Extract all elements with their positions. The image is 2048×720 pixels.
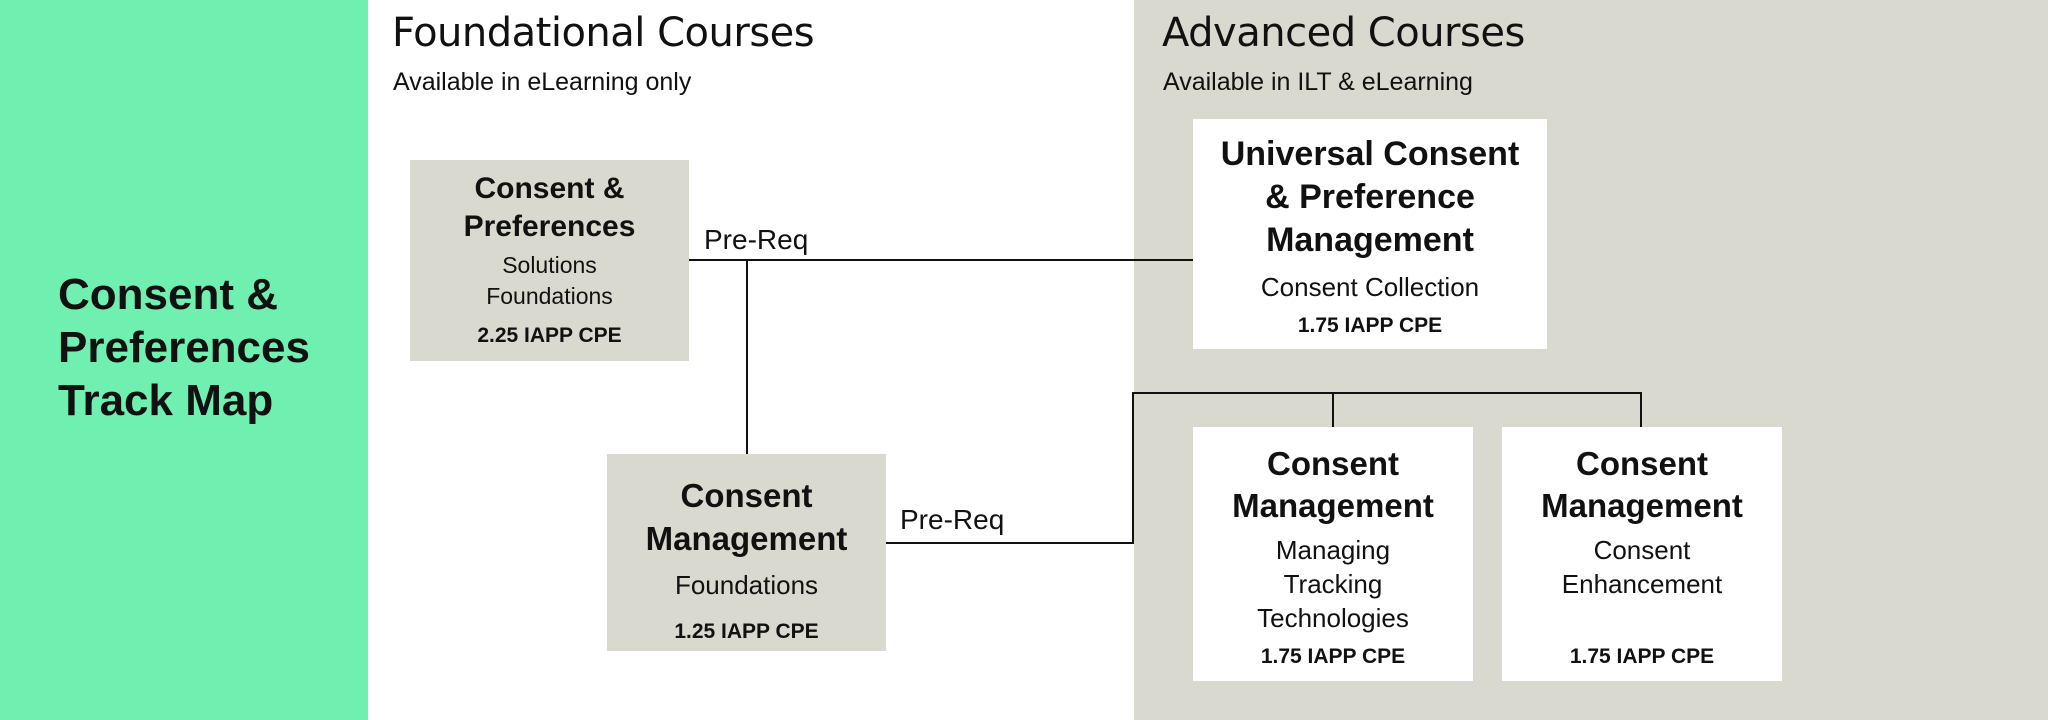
- track-title-line-3: Track Map: [58, 376, 274, 425]
- prereq-label-bottom: Pre-Req: [900, 504, 1005, 535]
- course-subtitle: Consent Collection: [1260, 272, 1480, 302]
- course-cm-consent-enhancement[interactable]: Consent Management Consent Enhancement 1…: [1502, 427, 1782, 681]
- track-title: Consent & Preferences Track Map: [58, 268, 358, 427]
- connector-advanced-vertical: [1132, 392, 1134, 544]
- track-title-line-1: Consent &: [58, 270, 278, 319]
- course-title: Universal Consent & Preference Managemen…: [1220, 135, 1520, 259]
- course-cm-foundations[interactable]: Consent Management Foundations 1.25 IAPP…: [607, 454, 886, 651]
- prereq-label-top: Pre-Req: [704, 224, 809, 255]
- course-title: Consent Management: [1232, 445, 1434, 524]
- connector-drop-enhancement: [1640, 392, 1642, 427]
- advanced-section-subtitle: Available in ILT & eLearning: [1163, 68, 1473, 96]
- connector-cp-to-ucpm: [689, 259, 1193, 261]
- course-subtitle: Consent Enhancement: [1561, 535, 1723, 599]
- track-title-panel: [0, 0, 368, 720]
- course-title: Consent Management: [645, 477, 848, 557]
- connector-cp-to-cm: [746, 259, 748, 454]
- course-cm-managing-tracking-technologies[interactable]: Consent Management Managing Tracking Tec…: [1193, 427, 1473, 681]
- course-universal-consent-preference-management[interactable]: Universal Consent & Preference Managemen…: [1193, 119, 1547, 349]
- course-title: Consent Management: [1541, 445, 1743, 524]
- track-title-line-2: Preferences: [58, 323, 310, 372]
- course-cpe: 1.25 IAPP CPE: [674, 620, 819, 643]
- foundational-section-title: Foundational Courses: [392, 10, 815, 56]
- connector-drop-tracking: [1332, 392, 1334, 427]
- foundational-section-subtitle: Available in eLearning only: [393, 68, 692, 96]
- course-subtitle: Foundations: [674, 570, 819, 600]
- course-title: Consent & Preferences: [463, 172, 636, 243]
- course-subtitle: Solutions Foundations: [486, 252, 613, 309]
- course-cpe: 1.75 IAPP CPE: [1297, 314, 1443, 337]
- course-cpe: 1.75 IAPP CPE: [1569, 645, 1715, 668]
- advanced-section-title: Advanced Courses: [1162, 10, 1525, 56]
- course-cpe: 1.75 IAPP CPE: [1260, 645, 1406, 668]
- course-cp-solutions-foundations[interactable]: Consent & Preferences Solutions Foundati…: [410, 160, 689, 361]
- course-cpe: 2.25 IAPP CPE: [477, 324, 622, 347]
- course-subtitle: Managing Tracking Technologies: [1257, 535, 1409, 633]
- connector-advanced-horizontal: [1132, 392, 1642, 394]
- connector-cm-to-advanced: [886, 542, 1134, 544]
